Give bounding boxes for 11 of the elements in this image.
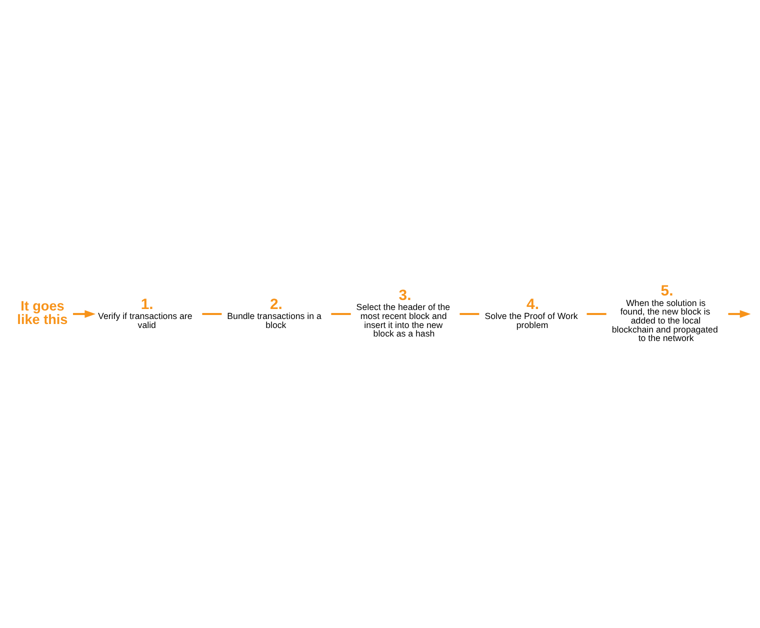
connector	[202, 312, 222, 316]
arrow	[72, 310, 96, 318]
node-text: 1. Verify if transactions are valid	[98, 296, 192, 330]
node-text: 3. Select the header of the most recent block and insert it into the new block as a hash	[356, 287, 450, 339]
node-text: 5. When the solution is found, the new block is added to the local blockchain and propagated to the network	[612, 282, 718, 344]
node-text: It goes like this	[17, 298, 68, 328]
connector	[331, 312, 351, 316]
node-text: 4. Solve the Proof of Work problem	[484, 296, 578, 330]
connector	[460, 312, 480, 316]
connector	[586, 312, 606, 316]
node-text: 2. Bundle transactions in a block	[227, 296, 322, 330]
